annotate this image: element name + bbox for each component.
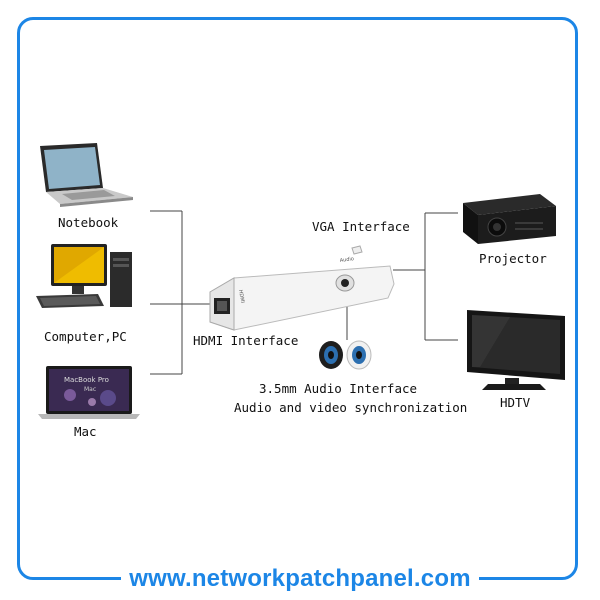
left-connector-lines <box>150 210 215 375</box>
hdtv-label: HDTV <box>500 395 531 410</box>
projector-icon <box>463 194 556 244</box>
audio-port-text: Audio <box>339 256 354 264</box>
vga-interface-label: VGA Interface <box>312 219 410 234</box>
website-url-text: www.networkpatchpanel.com <box>121 565 479 592</box>
website-url[interactable]: www.networkpatchpanel.com <box>0 565 600 593</box>
notebook-label: Notebook <box>58 215 119 230</box>
hdmi-port-text: HDMI <box>237 289 245 303</box>
computer-pc-label: Computer,PC <box>44 329 127 344</box>
macbook-screen-line2: Mac <box>84 386 96 393</box>
sync-label: Audio and video synchronization <box>234 400 468 415</box>
macbook-icon: MacBook Pro Mac <box>38 366 140 419</box>
audio-interface-label: 3.5mm Audio Interface <box>259 381 418 396</box>
right-connector-lines <box>393 212 458 341</box>
macbook-screen-line1: MacBook Pro <box>64 376 109 384</box>
mac-label: Mac <box>74 424 97 439</box>
projector-label: Projector <box>479 251 547 266</box>
speakers-icon <box>319 340 372 370</box>
hdmi-vga-adapter-icon: HDMI Audio <box>209 245 395 331</box>
hdtv-icon <box>467 310 565 390</box>
laptop-icon <box>40 143 133 207</box>
desktop-pc-icon <box>36 244 132 308</box>
hdmi-interface-label: HDMI Interface <box>193 333 299 348</box>
